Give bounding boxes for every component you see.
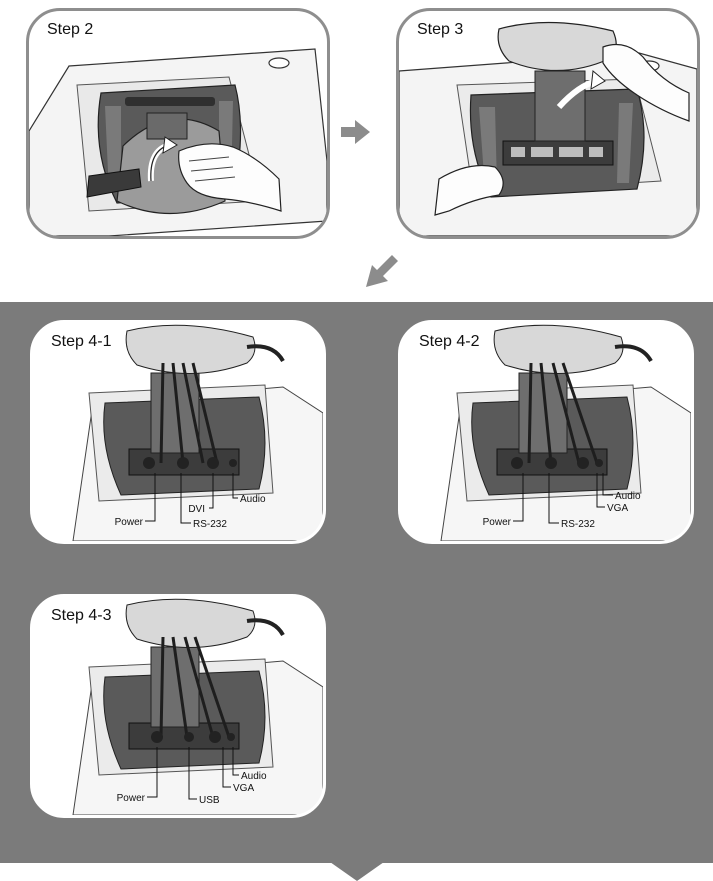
step-2-illustration bbox=[29, 11, 327, 236]
step-3-illustration bbox=[399, 11, 697, 236]
stand-base bbox=[498, 22, 616, 70]
callout-audio: Audio bbox=[241, 771, 267, 782]
callout-vga: VGA bbox=[607, 503, 628, 514]
step-3-panel: Step 3 bbox=[396, 8, 700, 239]
right-arrow-icon bbox=[341, 120, 371, 144]
step-4-3-panel: Step 4-3 Power USB VGA Audio bbox=[30, 594, 326, 818]
callout-audio: Audio bbox=[615, 491, 641, 502]
down-triangle-icon bbox=[330, 862, 384, 881]
callout-power: Power bbox=[115, 517, 144, 528]
callout-usb: USB bbox=[199, 795, 220, 806]
step-4-2-illustration: Power RS-232 VGA Audio bbox=[401, 323, 691, 541]
stand-base bbox=[126, 325, 255, 373]
callout-rs232: RS-232 bbox=[193, 519, 227, 530]
step-4-3-illustration: Power USB VGA Audio bbox=[33, 597, 323, 815]
callout-power: Power bbox=[117, 793, 146, 804]
step-4-2-panel: Step 4-2 Power RS-232 VGA Audio bbox=[398, 320, 694, 544]
step-2-panel: Step 2 bbox=[26, 8, 330, 239]
callout-rs232: RS-232 bbox=[561, 519, 595, 530]
callout-power: Power bbox=[483, 517, 512, 528]
step-4-1-illustration: Power RS-232 DVI Audio bbox=[33, 323, 323, 541]
callout-audio: Audio bbox=[240, 494, 266, 505]
down-left-arrow-icon bbox=[365, 254, 399, 288]
desk-hole-icon bbox=[269, 58, 289, 68]
stand-base bbox=[494, 325, 623, 373]
callout-vga: VGA bbox=[233, 783, 254, 794]
callout-dvi: DVI bbox=[188, 504, 205, 515]
stand-base bbox=[126, 599, 255, 647]
step-4-1-panel: Step 4-1 Power RS-232 DVI Audio bbox=[30, 320, 326, 544]
